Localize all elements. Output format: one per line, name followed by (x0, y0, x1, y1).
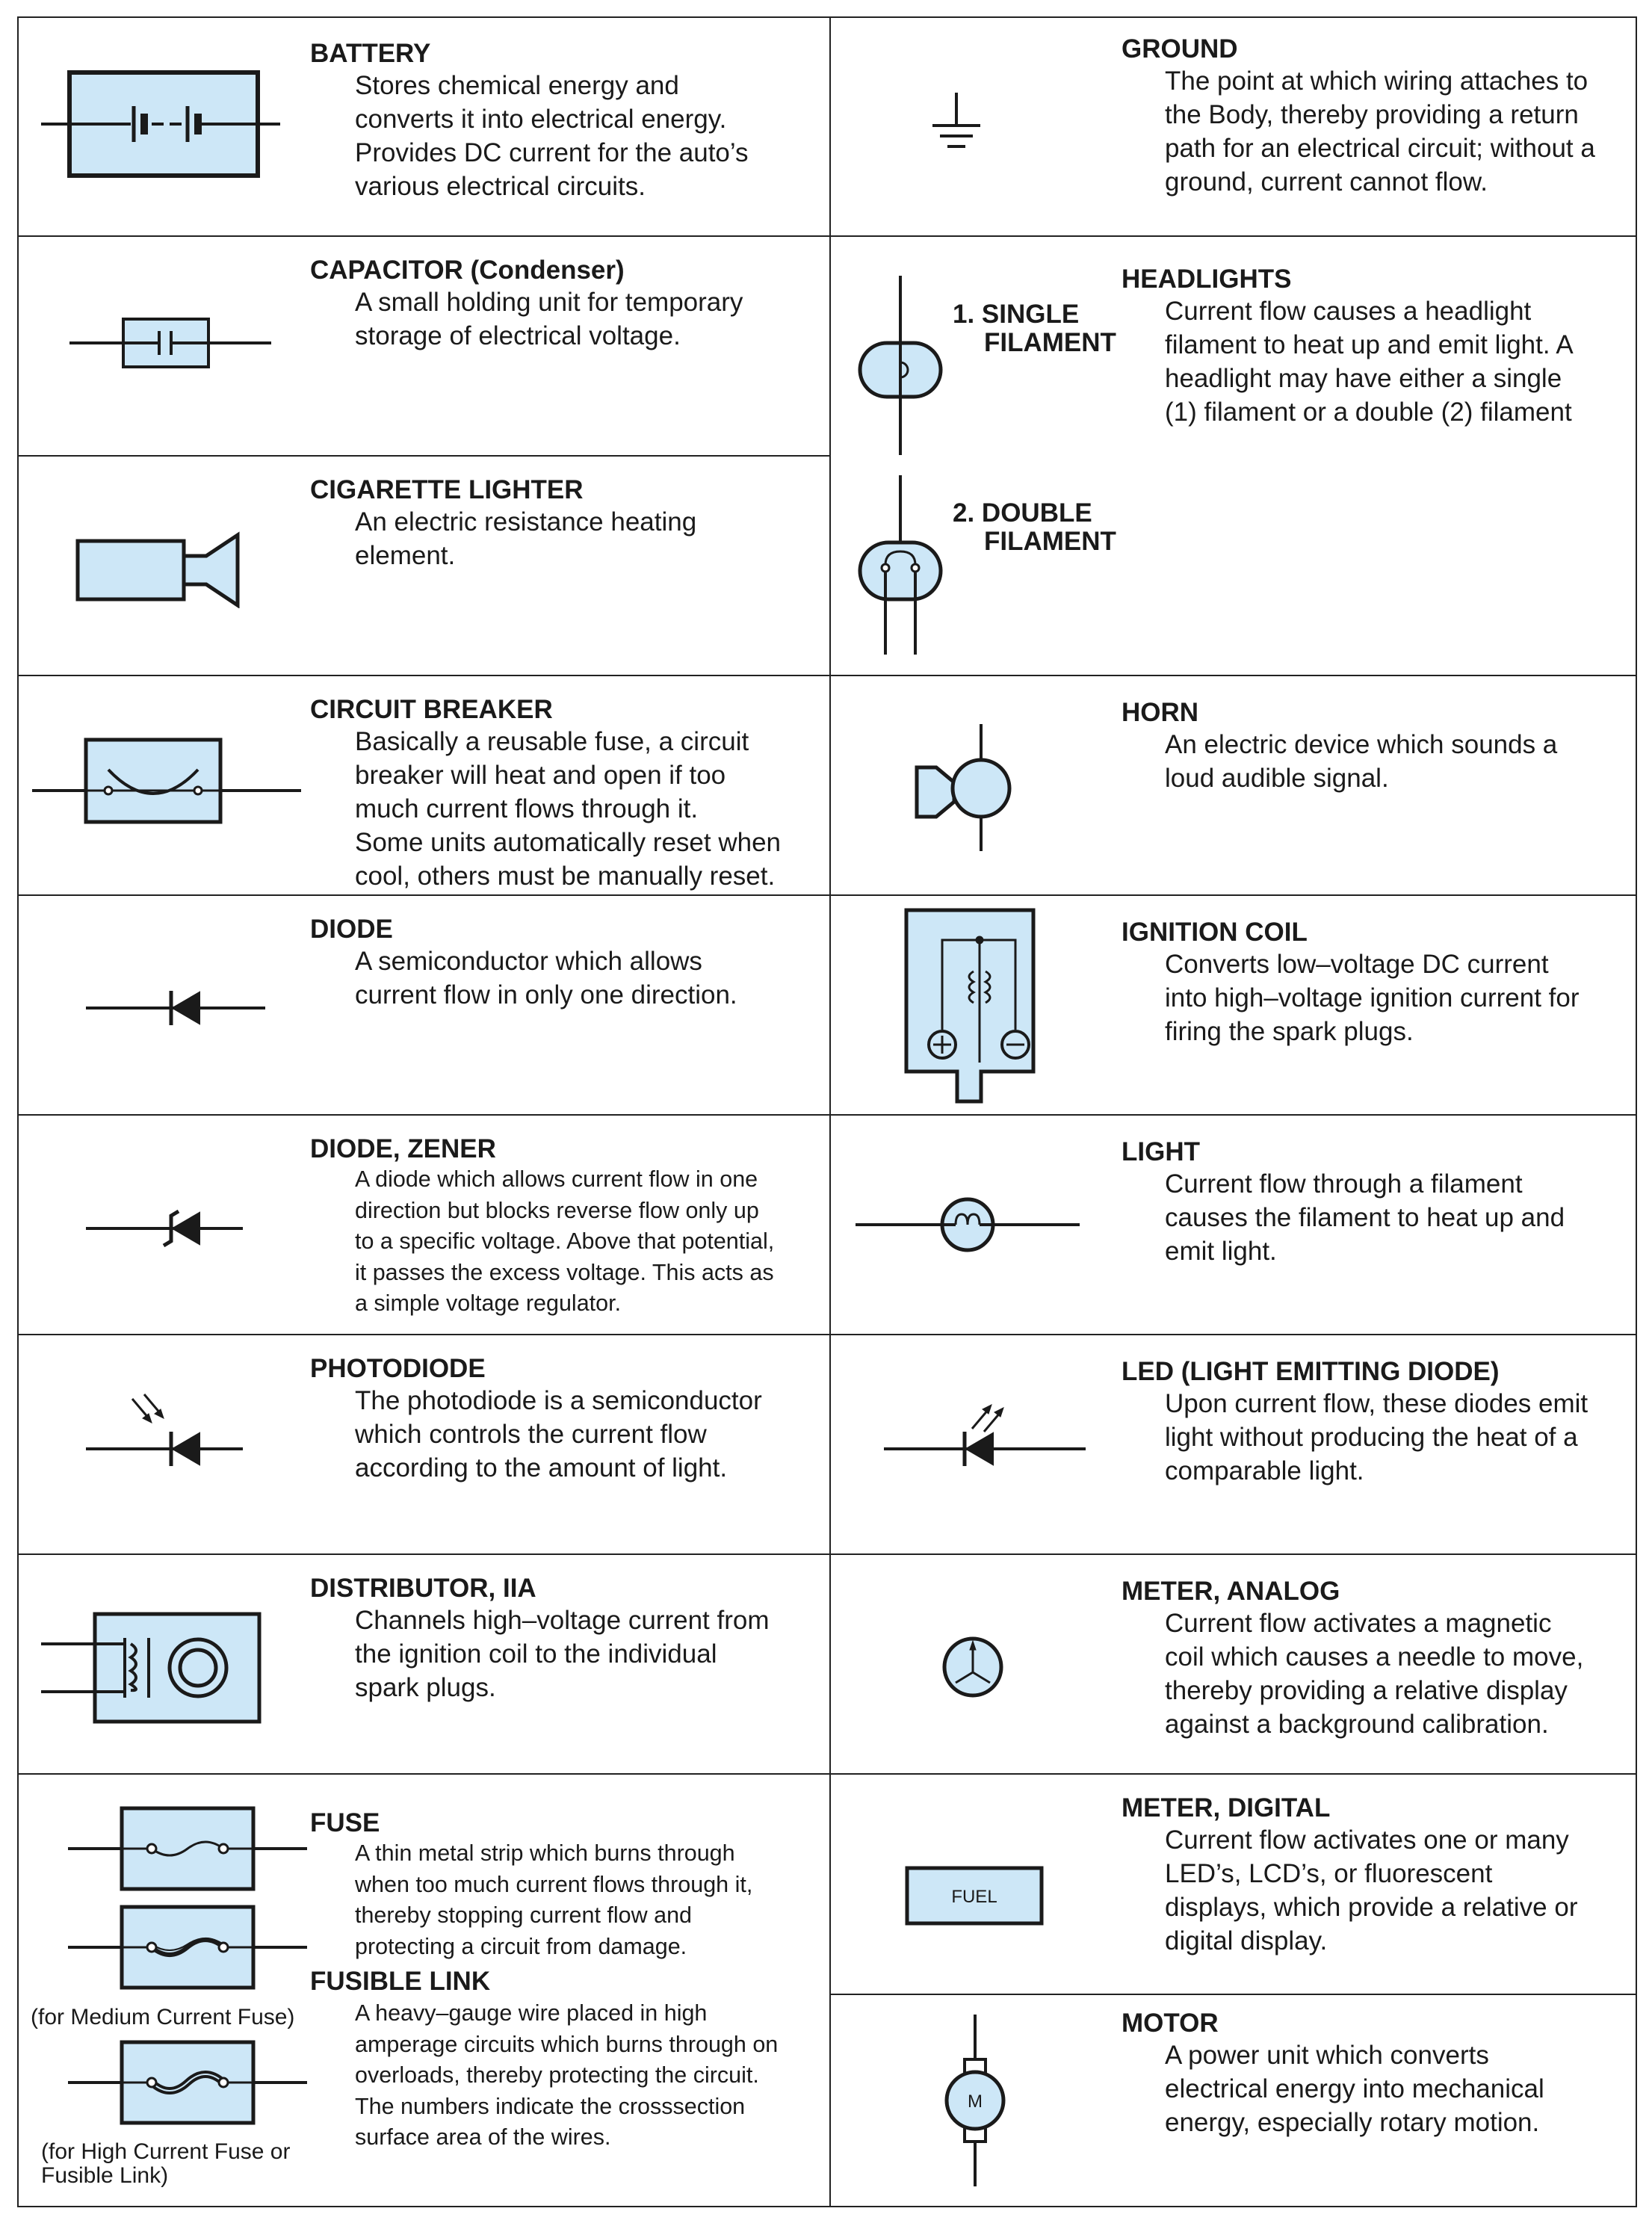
ignition-coil-icon (904, 908, 1036, 1104)
ignition-coil-description: Converts low–voltage DC current into hig… (1165, 950, 1580, 1046)
led-title: LED (LIGHT EMITTING DIODE) (1122, 1357, 1500, 1386)
zener-diode-title: DIODE, ZENER (310, 1134, 496, 1163)
motor-label: M (968, 2091, 983, 2112)
capacitor-title: CAPACITOR (Condenser) (310, 256, 625, 285)
row-divider (830, 1553, 1636, 1555)
row-divider (830, 1114, 1636, 1116)
battery-description: Stores chemical energy and converts it i… (355, 71, 749, 201)
headlights-description: Current flow causes a headlight filament… (1165, 297, 1574, 427)
fuse-description: A thin metal strip which burns through w… (355, 1840, 753, 1959)
horn-icon (915, 724, 1012, 851)
cigarette-lighter-title: CIGARETTE LIGHTER (310, 475, 584, 504)
headlight-double-filament-icon (858, 475, 943, 655)
cigarette-lighter-icon (75, 531, 240, 608)
diode-description: A semiconductor which allows current flo… (355, 947, 737, 1010)
digital-meter-description: Current flow activates one or many LED’s… (1165, 1825, 1578, 1955)
zener-diode-icon (86, 1209, 243, 1248)
analog-meter-description: Current flow activates a magnetic coil w… (1165, 1609, 1584, 1739)
high-current-fuse-caption: (for High Current Fuse or Fusible Link) (41, 2139, 291, 2188)
light-icon (856, 1197, 1080, 1252)
led-description: Upon current flow, these diodes emit lig… (1165, 1389, 1588, 1485)
photodiode-icon (86, 1394, 243, 1466)
high-current-fuse-icon (68, 2040, 307, 2125)
row-divider (19, 1773, 830, 1775)
distributor-description: Channels high–voltage current from the i… (355, 1606, 770, 1702)
medium-current-fuse-icon (68, 1905, 307, 1990)
row-divider (830, 1773, 1636, 1775)
circuit-breaker-title: CIRCUIT BREAKER (310, 695, 553, 724)
capacitor-description: A small holding unit for temporary stora… (355, 288, 743, 350)
column-divider (829, 18, 831, 2206)
single-filament-label: 1. SINGLE FILAMENT (953, 300, 1116, 357)
digital-meter-title: METER, DIGITAL (1122, 1793, 1331, 1822)
ignition-coil-title: IGNITION COIL (1122, 918, 1308, 947)
row-divider (19, 675, 830, 676)
row-divider (830, 1334, 1636, 1335)
photodiode-description: The photodiode is a semiconductor which … (355, 1386, 762, 1482)
row-divider (830, 1994, 1636, 1995)
light-description: Current flow through a filament causes t… (1165, 1169, 1565, 1266)
cigarette-lighter-description: An electric resistance heating element. (355, 507, 697, 570)
fusible-link-description: A heavy–gauge wire placed in high ampera… (355, 2000, 779, 2150)
ground-icon (932, 93, 980, 148)
row-divider (830, 235, 1636, 237)
row-divider (830, 894, 1636, 896)
digital-meter-label: FUEL (951, 1887, 997, 1907)
row-divider (19, 1114, 830, 1116)
diode-title: DIODE (310, 915, 393, 944)
led-icon (884, 1404, 1086, 1466)
horn-description: An electric device which sounds a loud a… (1165, 730, 1558, 793)
analog-meter-icon (942, 1636, 1003, 1698)
zener-diode-description: A diode which allows current flow in one… (355, 1166, 775, 1316)
light-title: LIGHT (1122, 1137, 1200, 1166)
capacitor-icon (69, 318, 271, 368)
motor-description: A power unit which converts electrical e… (1165, 2041, 1544, 2137)
horn-title: HORN (1122, 698, 1199, 727)
photodiode-title: PHOTODIODE (310, 1354, 486, 1383)
analog-meter-title: METER, ANALOG (1122, 1577, 1340, 1606)
motor-title: MOTOR (1122, 2009, 1219, 2038)
fuse-icon (68, 1806, 307, 1891)
motor-icon: M (944, 2015, 1006, 2186)
circuit-breaker-description: Basically a reusable fuse, a circuit bre… (355, 727, 781, 891)
medium-current-fuse-caption: (for Medium Current Fuse) (31, 2005, 295, 2029)
fusible-link-title: FUSIBLE LINK (310, 1967, 491, 1996)
double-filament-label: 2. DOUBLE FILAMENT (953, 498, 1116, 556)
distributor-title: DISTRIBUTOR, IIA (310, 1574, 536, 1603)
distributor-icon (41, 1612, 262, 1724)
headlight-single-filament-icon (858, 276, 943, 455)
battery-title: BATTERY (310, 39, 431, 68)
circuit-breaker-icon (32, 738, 301, 824)
row-divider (19, 894, 830, 896)
ground-title: GROUND (1122, 34, 1238, 64)
row-divider (19, 235, 830, 237)
row-divider (19, 1334, 830, 1335)
ground-description: The point at which wiring attaches to th… (1165, 67, 1595, 197)
diode-icon (86, 991, 265, 1025)
symbol-chart: BATTERY Stores chemical energy and conve… (17, 16, 1637, 2207)
row-divider (830, 675, 1636, 676)
headlights-title: HEADLIGHTS (1122, 265, 1292, 294)
fuse-title: FUSE (310, 1808, 380, 1837)
row-divider (19, 1553, 830, 1555)
digital-meter-icon: FUEL (905, 1866, 1044, 1926)
battery-icon (41, 70, 280, 178)
row-divider (19, 455, 830, 457)
